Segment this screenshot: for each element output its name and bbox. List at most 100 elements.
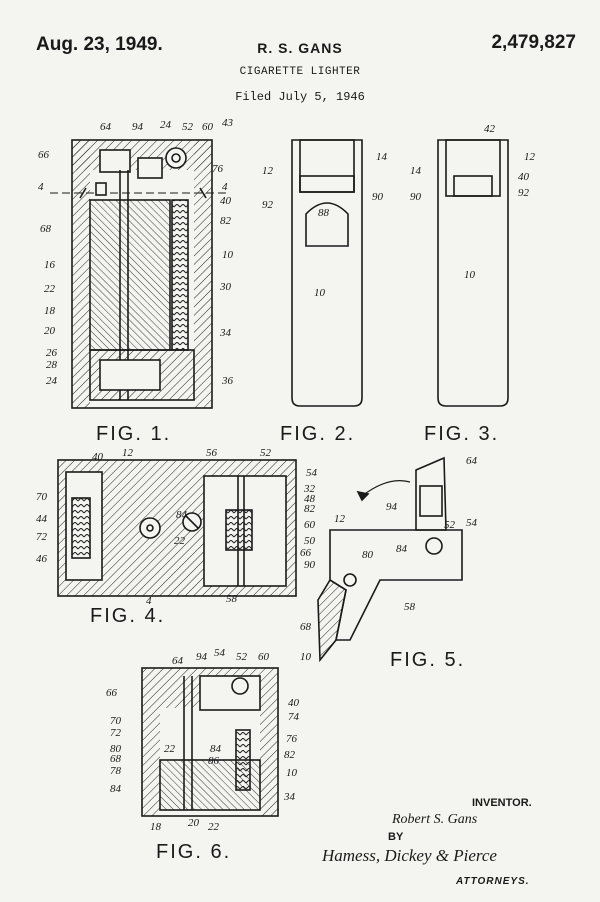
inventor-signature: Robert S. Gans bbox=[392, 812, 478, 827]
figure-5 bbox=[317, 456, 463, 663]
ref-label: 34 bbox=[283, 791, 296, 803]
fig6-reference-numerals: 64 94 54 52 60 66 40 70 72 74 22 80 84 7… bbox=[106, 647, 300, 833]
ref-label: 40 bbox=[220, 195, 232, 207]
ref-label: 82 bbox=[220, 215, 232, 227]
fig2-label: FIG. 2. bbox=[280, 423, 355, 445]
ref-label: 74 bbox=[288, 711, 300, 723]
ref-label: 66 bbox=[300, 547, 312, 559]
ref-label: 44 bbox=[36, 513, 48, 525]
ref-label: 40 bbox=[288, 697, 300, 709]
fig2-casing-front bbox=[291, 139, 363, 407]
ref-label: 66 bbox=[106, 687, 118, 699]
ref-label: 52 bbox=[260, 447, 272, 459]
ref-label: 92 bbox=[518, 187, 530, 199]
fig3-reference-numerals: 42 14 12 40 90 92 10 bbox=[410, 123, 536, 281]
ref-label: 14 bbox=[376, 151, 388, 163]
attorneys-label: ATTORNEYS. bbox=[456, 876, 530, 887]
figure-2 bbox=[291, 139, 363, 407]
fig5-reference-numerals: 64 94 12 54 52 66 80 84 58 68 10 bbox=[300, 455, 478, 663]
attorney-signature: Hamess, Dickey & Pierce bbox=[322, 846, 497, 865]
ref-label: 22 bbox=[44, 283, 56, 295]
fig1-label: FIG. 1. bbox=[96, 423, 171, 445]
ref-label: 22 bbox=[174, 535, 186, 547]
figure-labels: FIG. 1. FIG. 2. FIG. 3. FIG. 4. FIG. 5. … bbox=[90, 423, 499, 863]
ref-label: 94 bbox=[196, 651, 208, 663]
ref-label: 22 bbox=[208, 821, 220, 833]
ref-label: 40 bbox=[518, 171, 530, 183]
ref-label: 84 bbox=[210, 743, 222, 755]
ref-label: 28 bbox=[46, 359, 58, 371]
ref-label: 52 bbox=[444, 519, 456, 531]
ref-label: 10 bbox=[300, 651, 312, 663]
ref-label: 84 bbox=[110, 783, 122, 795]
figure-3 bbox=[437, 139, 509, 407]
ref-label: 36 bbox=[221, 375, 234, 387]
ref-label: 50 bbox=[304, 535, 316, 547]
fig3-label: FIG. 3. bbox=[424, 423, 499, 445]
figure-4 bbox=[57, 459, 297, 597]
ref-label: 60 bbox=[258, 651, 270, 663]
ref-label: 20 bbox=[188, 817, 200, 829]
ref-label: 12 bbox=[262, 165, 274, 177]
figure-1 bbox=[50, 139, 230, 409]
ref-label: 10 bbox=[222, 249, 234, 261]
ref-label: 54 bbox=[306, 467, 318, 479]
ref-label: 56 bbox=[206, 447, 218, 459]
patent-title: CIGARETTE LIGHTER bbox=[239, 66, 361, 78]
fig4-label: FIG. 4. bbox=[90, 605, 165, 627]
ref-label: 92 bbox=[262, 199, 274, 211]
ref-label: 86 bbox=[208, 755, 220, 767]
ref-label: 30 bbox=[219, 281, 232, 293]
fig4-reference-numerals: 40 12 56 52 54 70 32 44 48 84 82 72 22 6… bbox=[36, 447, 318, 607]
ref-label: 60 bbox=[304, 519, 316, 531]
ref-label: 80 bbox=[110, 743, 122, 755]
ref-label: 88 bbox=[318, 207, 330, 219]
ref-label: 12 bbox=[122, 447, 134, 459]
ref-label: 48 bbox=[304, 493, 316, 505]
ref-label: 40 bbox=[92, 451, 104, 463]
ref-label: 68 bbox=[300, 621, 312, 633]
fig3-casing-back bbox=[437, 139, 509, 407]
filed-date: Filed July 5, 1946 bbox=[235, 90, 365, 104]
ref-label: 82 bbox=[304, 503, 316, 515]
ref-label: 58 bbox=[226, 593, 238, 605]
ref-label: 70 bbox=[110, 715, 122, 727]
ref-label: 70 bbox=[36, 491, 48, 503]
ref-label: 24 bbox=[46, 375, 58, 387]
ref-label: 4 bbox=[38, 181, 44, 193]
ref-label: 12 bbox=[524, 151, 536, 163]
ref-label: 34 bbox=[219, 327, 232, 339]
ref-label: 64 bbox=[172, 655, 184, 667]
ref-label: 82 bbox=[284, 749, 296, 761]
ref-label: 54 bbox=[214, 647, 226, 659]
ref-label: 52 bbox=[182, 121, 194, 133]
ref-label: 76 bbox=[286, 733, 298, 745]
figure-6 bbox=[141, 667, 279, 817]
inventor-label: INVENTOR. bbox=[472, 797, 532, 809]
ref-label: 24 bbox=[160, 119, 172, 131]
ref-label: 64 bbox=[100, 121, 112, 133]
ref-label: 90 bbox=[410, 191, 422, 203]
ref-label: 64 bbox=[466, 455, 478, 467]
ref-label: 26 bbox=[46, 347, 58, 359]
ref-label: 32 bbox=[303, 483, 316, 495]
ref-label: 54 bbox=[466, 517, 478, 529]
ref-label: 52 bbox=[236, 651, 248, 663]
ref-label: 94 bbox=[132, 121, 144, 133]
ref-label: 72 bbox=[110, 727, 122, 739]
ref-label: 90 bbox=[304, 559, 316, 571]
ref-label: 16 bbox=[44, 259, 56, 271]
ref-label: 14 bbox=[410, 165, 422, 177]
ref-label: 22 bbox=[164, 743, 176, 755]
ref-label: 78 bbox=[110, 765, 122, 777]
ref-label: 84 bbox=[176, 509, 188, 521]
ref-label: 46 bbox=[36, 553, 48, 565]
ref-label: 20 bbox=[44, 325, 56, 337]
ref-label: 94 bbox=[386, 501, 398, 513]
ref-label: 66 bbox=[38, 149, 50, 161]
ref-label: 90 bbox=[372, 191, 384, 203]
ref-label: 72 bbox=[36, 531, 48, 543]
ref-label: 10 bbox=[286, 767, 298, 779]
ref-label: 43 bbox=[222, 117, 234, 129]
